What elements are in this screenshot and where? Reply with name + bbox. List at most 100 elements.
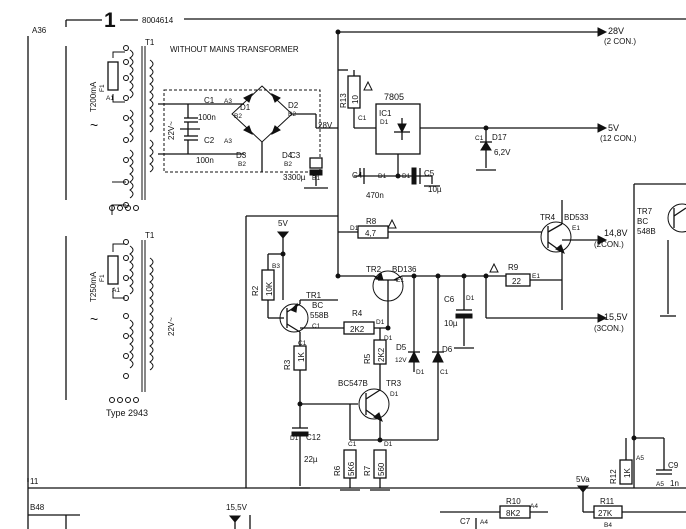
- c12-value: 22µ: [304, 455, 318, 464]
- r9-pos: E1: [532, 273, 540, 280]
- c3-ref: C3: [290, 151, 301, 160]
- regulator-network: R8 D1 4,7 TR4 BD533 E1 14,8V (2CON.) 5V …: [245, 200, 628, 491]
- d17-value: 6,2V: [494, 148, 511, 157]
- fuse-bottom-pos: A1: [112, 287, 120, 294]
- c5-ref: C5: [424, 169, 435, 178]
- out-5v-note: (12 CON.): [600, 134, 637, 143]
- c9-ref: C9: [668, 461, 679, 470]
- c7-pos: A4: [480, 519, 488, 526]
- r6-pos: C1: [348, 441, 357, 448]
- d4-ref: D4: [282, 151, 293, 160]
- r6-ref: R6: [333, 465, 342, 476]
- tr7-type2: 548B: [637, 227, 656, 236]
- node-155v-label: 15,5V: [226, 503, 248, 512]
- c5-value: 10µ: [428, 185, 442, 194]
- r8-ref: R8: [366, 217, 377, 226]
- c9-pos: A5: [656, 481, 664, 488]
- r2-value: 10K: [265, 281, 274, 296]
- tr7-ref: TR7: [637, 207, 653, 216]
- d6-ref: D6: [442, 345, 453, 354]
- r7-pos: D1: [384, 441, 393, 448]
- d1-ref: D1: [240, 103, 251, 112]
- r13-ref: R13: [339, 93, 348, 108]
- r13-value: 10: [351, 95, 360, 104]
- page-ref-11: 11: [30, 477, 39, 486]
- without-mains-transformer-note: WITHOUT MAINS TRANSFORMER: [170, 45, 299, 54]
- tr3-type: BC547B: [338, 379, 368, 388]
- c2-pos: A3: [224, 138, 232, 145]
- c5-pos: D1: [402, 173, 411, 180]
- d5-value: 12V: [395, 357, 407, 364]
- tr4-type: BD533: [564, 213, 589, 222]
- transformer-top: T200mA F1 A1 ~ T1 22V~: [65, 38, 176, 215]
- r9-value: 22: [512, 277, 521, 286]
- out-155v-note: (3CON.): [594, 324, 624, 333]
- node-5v-label: 5V: [278, 219, 288, 228]
- fuse-bottom-label: T250mA: [89, 271, 98, 302]
- tr1-type2: 558B: [310, 311, 329, 320]
- r11-ref: R11: [600, 497, 615, 506]
- c4-ref: C4: [352, 171, 363, 180]
- tr4-ref: TR4: [540, 213, 556, 222]
- tr3-pos: D1: [390, 391, 399, 398]
- out-148v-value: 14,8V: [604, 228, 628, 238]
- transformer-bottom: T250mA F1 A1 ~ T1 22V~ Type 2943: [65, 231, 176, 418]
- r10-ref: R10: [506, 497, 521, 506]
- out-5v-value: 5V: [608, 123, 619, 133]
- tr7-circuit: TR7 BC 548B A5 R12 1K C9 A5 1n: [609, 183, 686, 488]
- r3-pos: C1: [298, 340, 307, 347]
- sheet-header: 1 8004614 A36 11 B48: [27, 9, 686, 529]
- mains-text: WITHOUT MAINS TRANSFORMER: [170, 45, 299, 54]
- d3-pos: B2: [238, 161, 246, 168]
- ic1-name: 7805: [384, 92, 404, 102]
- r3-value: 1K: [297, 352, 306, 362]
- c4-value: 470n: [366, 191, 384, 200]
- tr4-pos: E1: [572, 225, 580, 232]
- r13-pos: C1: [358, 115, 367, 122]
- r12-ref: R12: [609, 469, 618, 484]
- ac-symbol-top: ~: [90, 117, 98, 133]
- bottom-network: 15,5V R10 A4 8K2 C7 A4 5Va R11 27K B4: [226, 475, 686, 529]
- r3-ref: R3: [283, 359, 292, 370]
- transformer-bottom-name: T1: [145, 231, 155, 240]
- r10-pos: A4: [530, 503, 538, 510]
- c2-value: 100n: [196, 156, 214, 165]
- r4-value: 2K2: [350, 325, 365, 334]
- r5-ref: R5: [363, 353, 372, 364]
- ac-symbol-bottom: ~: [90, 311, 98, 327]
- c1-pos: A3: [224, 98, 232, 105]
- bus-28v-label: 28V: [318, 121, 333, 130]
- fuse-top-pos: A1: [106, 95, 114, 102]
- c1-value: 100n: [198, 113, 216, 122]
- tr3-ref: TR3: [386, 379, 402, 388]
- d4-pos: B2: [284, 161, 292, 168]
- r8-pos: D1: [350, 225, 359, 232]
- out-155v-value: 15,5V: [604, 312, 628, 322]
- d2-ref: D2: [288, 101, 299, 110]
- bridge-rectifier: C1 A3 100n C2 A3 100n D1 B2 D2 B2 D3 B2 …: [158, 85, 338, 189]
- rail-28v: 28V (2 CON.) R13 10 C1 7805 IC1 D1 5V (1…: [335, 26, 637, 216]
- sheet-number: 1: [104, 9, 116, 32]
- r7-value: 560: [377, 462, 386, 476]
- fuse-top-ref: F1: [99, 84, 106, 92]
- c1-ref: C1: [204, 96, 215, 105]
- r2-ref: R2: [251, 285, 260, 296]
- c12-ref: C12: [306, 433, 321, 442]
- d6-pos: C1: [440, 369, 449, 376]
- tr2-ref: TR2: [366, 265, 382, 274]
- transformer-type-label: Type 2943: [106, 408, 148, 418]
- tr1-pos: C1: [312, 323, 321, 330]
- c6-value: 10µ: [444, 319, 458, 328]
- r9-ref: R9: [508, 263, 519, 272]
- r12-value: 1K: [623, 468, 632, 478]
- d1-pos: B2: [234, 113, 242, 120]
- tr7-type1: BC: [637, 217, 648, 226]
- r12-pos: A5: [636, 455, 644, 462]
- transformer-bottom-secondary: 22V~: [167, 317, 176, 336]
- tr1-type1: BC: [312, 301, 323, 310]
- c12-pos: D1: [290, 435, 299, 442]
- c1b-ref: C1: [475, 135, 484, 142]
- fuse-bottom-ref: F1: [99, 274, 106, 282]
- r8-value: 4,7: [365, 229, 377, 238]
